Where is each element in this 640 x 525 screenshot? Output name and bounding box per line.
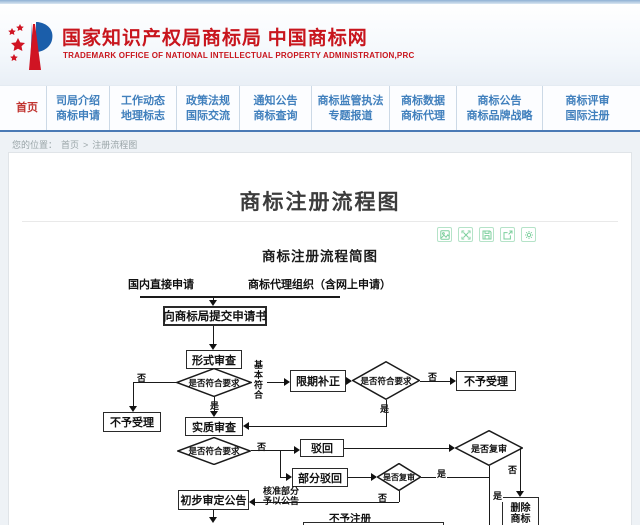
arrow-to-delete-mark: [516, 491, 524, 497]
decision-meets-requirements-1: 是否符合要求: [176, 368, 252, 397]
nav-item-enforcement[interactable]: 商标监管执法 专题报道: [312, 86, 390, 131]
breadcrumb-prefix: 您的位置：: [12, 140, 58, 150]
breadcrumb-home-link[interactable]: 首页: [61, 140, 80, 150]
arrow-to-review-decision-1: [449, 444, 455, 452]
title-divider: [22, 221, 618, 222]
arrow-to-preliminary: [249, 498, 255, 506]
arrow-to-formal-exam: [209, 344, 217, 350]
merge-line: [140, 296, 340, 298]
gear-icon[interactable]: [521, 227, 536, 242]
nav-item-notice[interactable]: 通知公告 商标查询: [240, 86, 312, 131]
main-nav: 首页 司局介绍 商标申请 工作动态 地理标志 政策法规 国际交流 通知公告 商标…: [0, 85, 640, 131]
site-header: 国家知识产权局商标局 中国商标网 TRADEMARK OFFICE OF NAT…: [0, 4, 640, 85]
label-agent-application: 商标代理组织（含网上申请）: [248, 279, 391, 291]
arrow-to-not-accepted-2: [450, 377, 456, 385]
fullscreen-icon[interactable]: [458, 227, 473, 242]
arrow-to-submit: [209, 300, 217, 306]
arrow-to-rejection: [294, 446, 300, 454]
content-panel: [8, 152, 632, 525]
label-no-1: 否: [137, 373, 147, 383]
label-no-5: 否: [378, 493, 388, 503]
arrow-to-review-decision-2: [371, 473, 377, 481]
node-substantive-examination: 实质审查: [185, 417, 243, 436]
export-icon[interactable]: [500, 227, 515, 242]
nav-divider-rule: [0, 130, 640, 132]
arrow-to-decision-2: [346, 377, 352, 385]
arrow-to-substantive-exam: [243, 422, 249, 430]
site-subtitle: TRADEMARK OFFICE OF NATIONAL INTELLECTUA…: [63, 51, 415, 60]
nav-item-gazette[interactable]: 商标公告 商标品牌战略: [457, 86, 543, 131]
label-yes-3: 是: [436, 467, 448, 480]
breadcrumb: 您的位置： 首页 > 注册流程图: [12, 138, 137, 151]
node-partial-rejection: 部分驳回: [292, 468, 348, 487]
nav-item-news[interactable]: 工作动态 地理标志: [110, 86, 177, 131]
site-title: 国家知识产权局商标局 中国商标网: [62, 28, 368, 49]
nav-item-policy[interactable]: 政策法规 国际交流: [177, 86, 240, 131]
decision-meets-requirements-3: 是否符合要求: [177, 437, 251, 465]
label-domestic-application: 国内直接申请: [128, 279, 194, 291]
nav-item-about[interactable]: 司局介绍 商标申请: [47, 86, 110, 131]
cnipa-logo-icon: [8, 22, 53, 70]
label-no-2: 否: [428, 372, 438, 382]
nav-item-data[interactable]: 商标数据 商标代理: [390, 86, 457, 131]
label-approved-part-announced: 核准部分 予以公告: [262, 486, 299, 506]
page-title: 商标注册流程图: [239, 191, 401, 214]
node-not-accepted-1: 不予受理: [103, 412, 161, 432]
arrow-to-partial-rejection: [286, 473, 292, 481]
breadcrumb-current: 注册流程图: [92, 140, 138, 150]
node-delete-trademark: 删除 商标: [502, 497, 539, 525]
node-correction-within-limit: 限期补正: [290, 370, 346, 392]
arrow-below-preliminary: [209, 517, 217, 523]
nav-item-home[interactable]: 首页: [8, 86, 47, 131]
label-no-3: 否: [257, 442, 267, 452]
breadcrumb-separator: >: [83, 139, 89, 150]
node-not-accepted-2: 不予受理: [456, 371, 516, 391]
node-formal-examination: 形式审查: [186, 350, 242, 369]
label-not-registered: 不予注册: [329, 514, 371, 525]
label-yes-2: 是: [379, 402, 391, 415]
top-gradient-strip: [0, 0, 640, 4]
decision-request-review-1: 是否复审: [455, 430, 523, 466]
decision-meets-requirements-2: 是否符合要求: [352, 361, 420, 400]
nav-item-review[interactable]: 商标评审 国际注册: [565, 94, 610, 122]
node-submit-application: 向商标局提交申请书: [163, 306, 267, 326]
node-bottom-clipped: [303, 522, 444, 525]
arrow-down-to-substantive: [210, 411, 218, 417]
label-no-4: 否: [508, 465, 518, 475]
arrow-to-correction: [284, 378, 290, 386]
flowchart-title: 商标注册流程简图: [262, 249, 378, 264]
decision-request-review-2: 是否复审: [377, 463, 421, 491]
node-preliminary-approval-gazette: 初步审定公告: [178, 490, 249, 510]
save-icon[interactable]: [479, 227, 494, 242]
image-toolbar: [437, 227, 536, 242]
label-basically-meets: 基本符合: [253, 360, 263, 400]
label-yes-4: 是: [492, 489, 504, 502]
node-rejection: 驳回: [300, 439, 344, 457]
image-viewer-icon[interactable]: [437, 227, 452, 242]
arrow-to-not-accepted-1: [129, 406, 137, 412]
